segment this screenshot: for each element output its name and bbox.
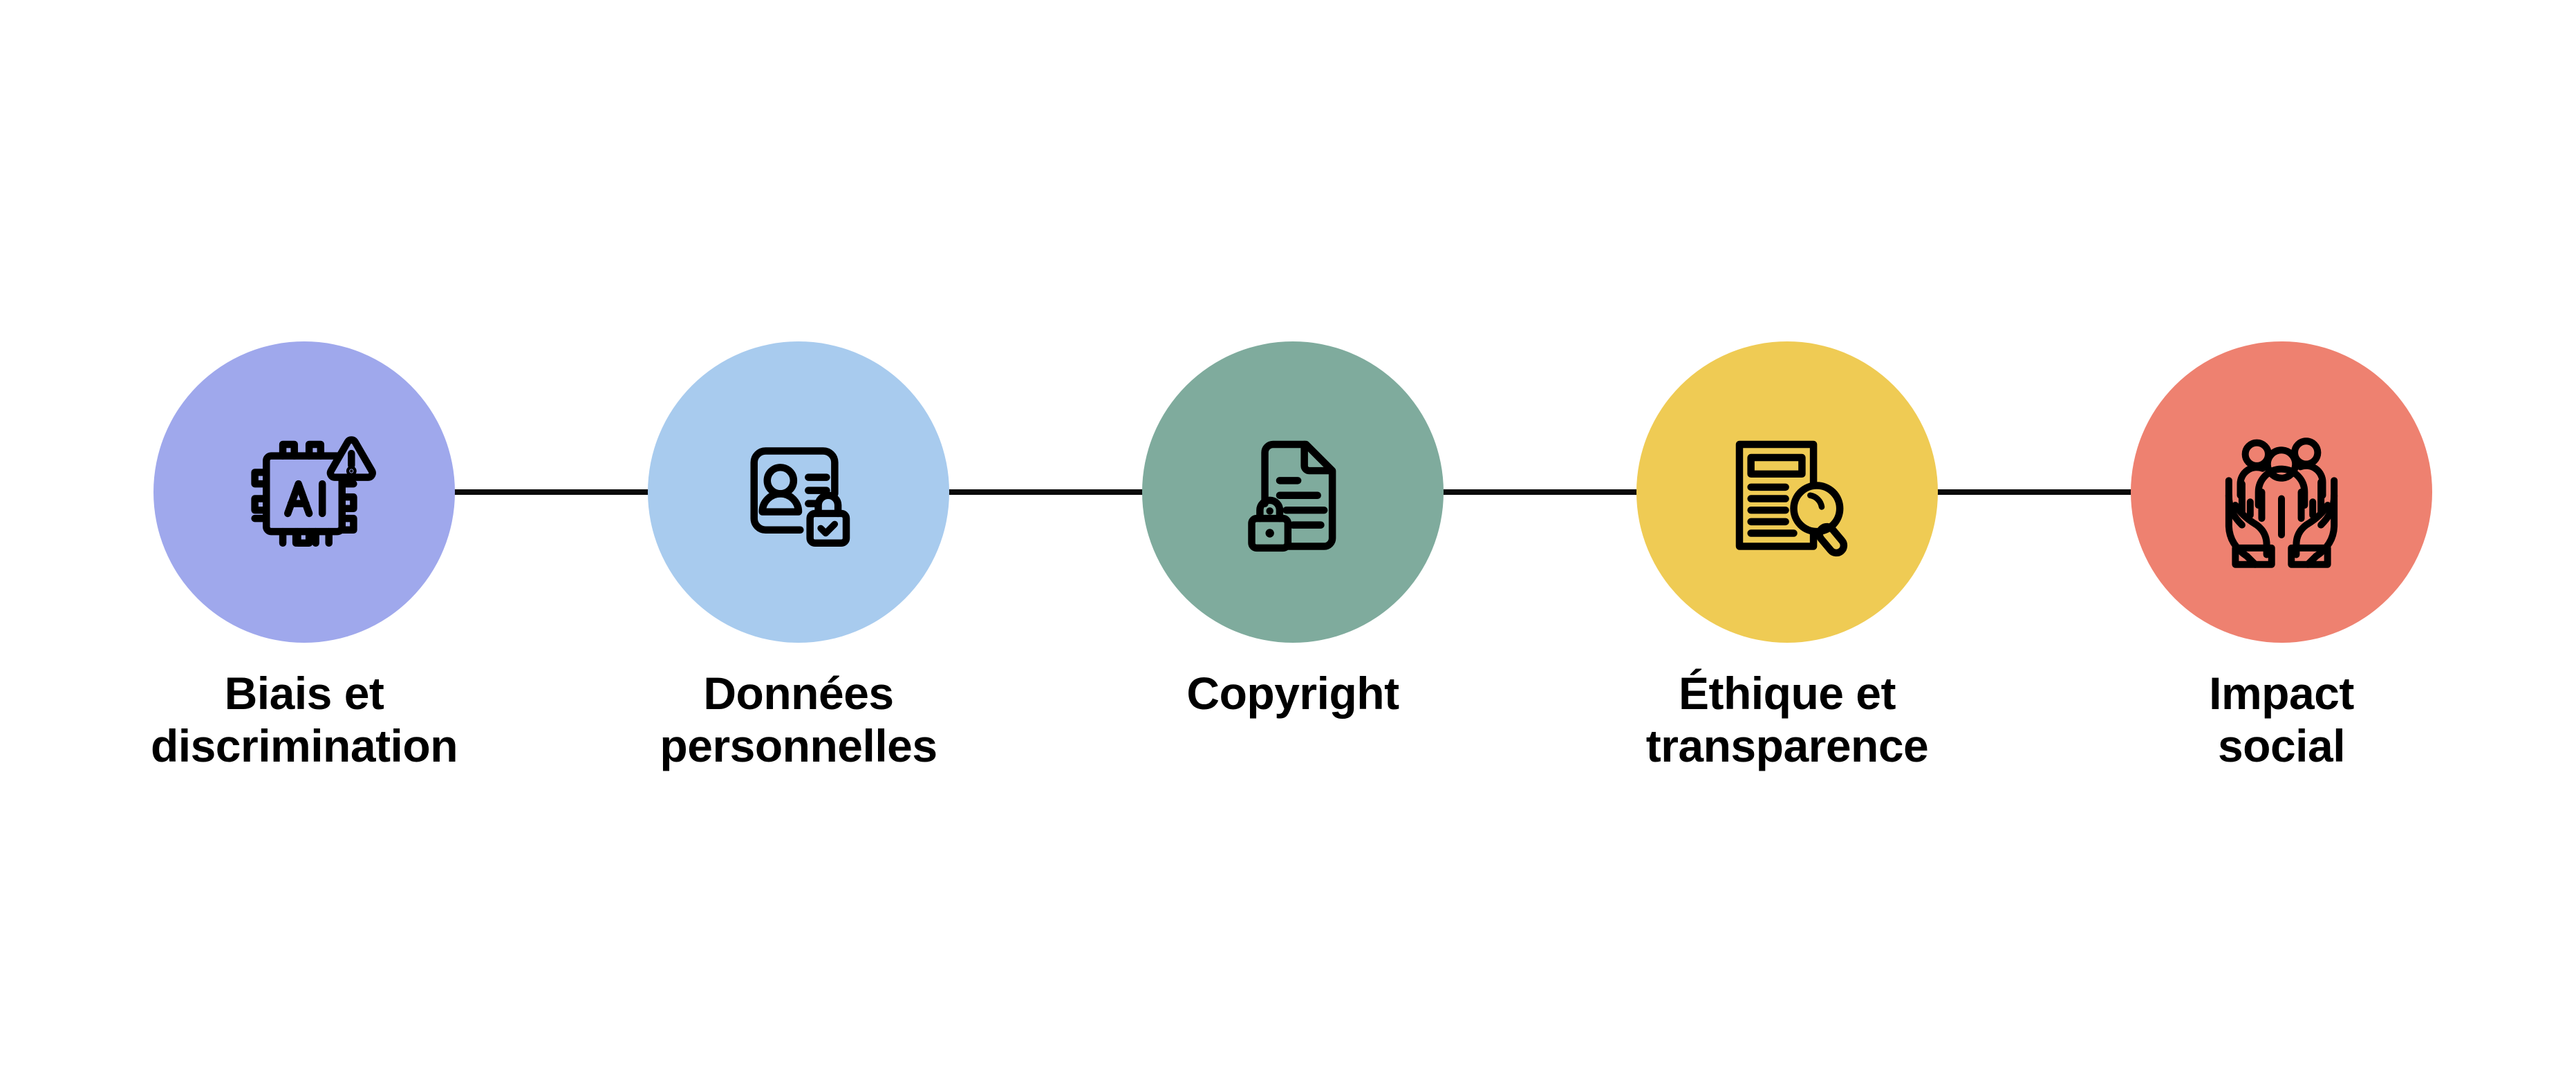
document-magnifier-icon: [1735, 440, 1848, 557]
id-card-lock-icon: [750, 447, 850, 547]
step-node-copyright[interactable]: Copyright: [1142, 341, 1444, 720]
step-circle-5: [2131, 341, 2432, 643]
step-node-impact-social[interactable]: Impact social: [2131, 341, 2432, 773]
connector-line-1-2: [448, 489, 655, 495]
step-label-1: Biais et discrimination: [150, 668, 458, 771]
step-label-2: Données personnelles: [660, 668, 937, 771]
step-circle-2: [648, 341, 949, 643]
step-node-donnees-personnelles[interactable]: Données personnelles: [648, 341, 949, 773]
connector-line-2-3: [942, 489, 1149, 495]
step-circle-3: [1142, 341, 1444, 643]
document-lock-icon: [1248, 440, 1336, 552]
ai-chip-warning-icon: [251, 436, 376, 547]
connector-line-4-5: [1931, 489, 2138, 495]
connector-line-3-4: [1437, 489, 1643, 495]
step-node-biais-et-discrimination[interactable]: Biais et discrimination: [151, 341, 458, 773]
step-node-ethique-et-transparence[interactable]: Éthique et transparence: [1636, 341, 1938, 773]
step-label-5: Impact social: [2209, 668, 2354, 771]
step-label-4: Éthique et transparence: [1645, 668, 1929, 771]
step-circle-4: [1636, 341, 1938, 643]
step-circle-1: [153, 341, 455, 643]
hands-holding-people-icon: [2225, 437, 2338, 568]
step-label-3: Copyright: [1186, 668, 1399, 719]
